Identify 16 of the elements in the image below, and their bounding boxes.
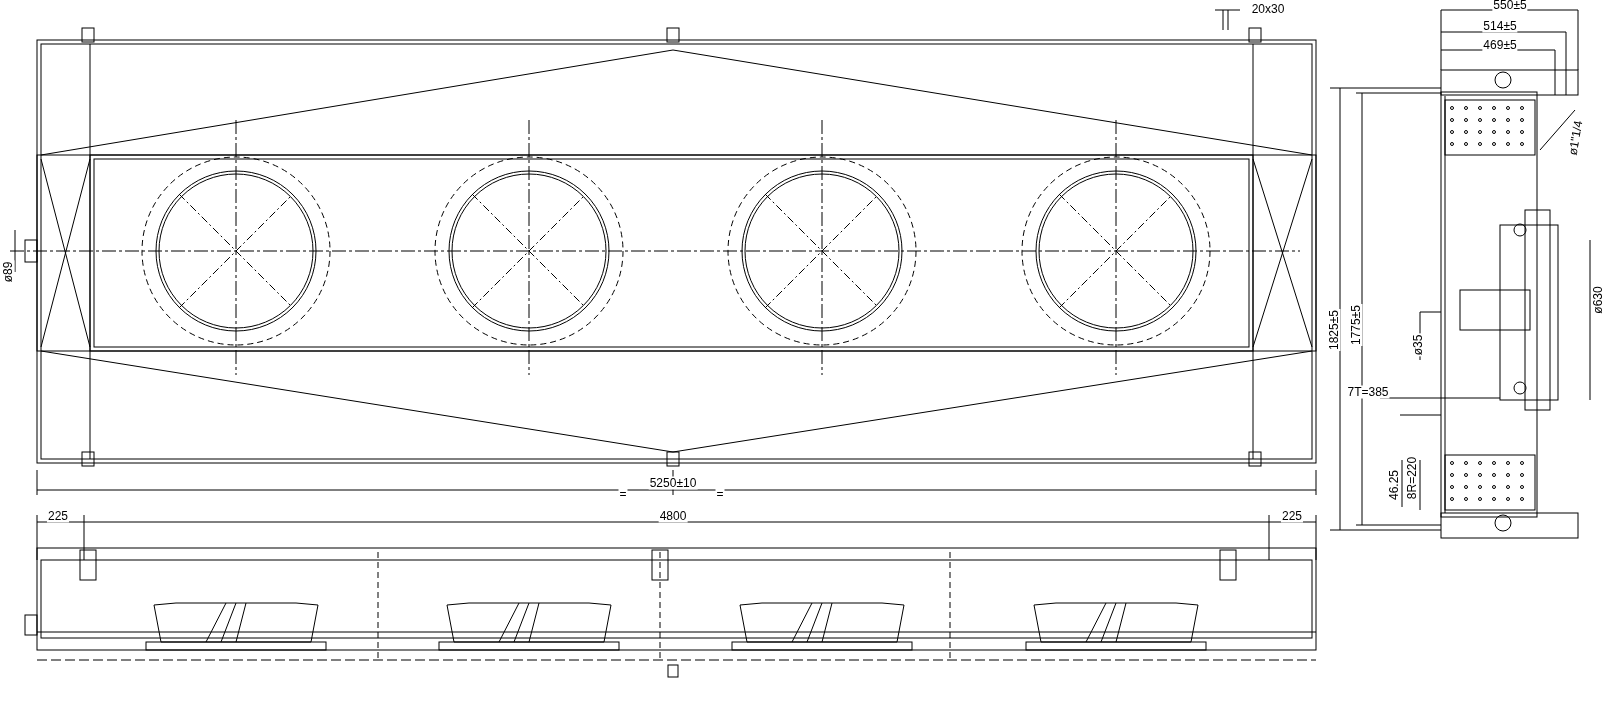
dimension-label: 1825±5 [1327, 309, 1341, 351]
dimension-label: 550±5 [1492, 0, 1528, 12]
dimension-label: 469±5 [1482, 38, 1518, 52]
dimension-label: 7T=385 [1346, 385, 1390, 399]
dimension-label: ø35 [1411, 333, 1425, 357]
dimension-label: 225 [1281, 509, 1303, 523]
dimension-label: 20x30 [1250, 2, 1286, 16]
dimension-label: 1775±5 [1349, 304, 1363, 346]
dimension-label: ø630 [1591, 285, 1605, 315]
dimension-label: 225 [47, 509, 69, 523]
dimension-label: 46.25 [1387, 469, 1401, 501]
dimension-label: 514±5 [1482, 19, 1518, 33]
dimension-label: ø89 [1, 260, 15, 284]
dimension-label: 4800 [658, 509, 688, 523]
dimension-label: 8R=220 [1405, 455, 1419, 501]
dimension-label: 5250±10 [648, 476, 698, 490]
